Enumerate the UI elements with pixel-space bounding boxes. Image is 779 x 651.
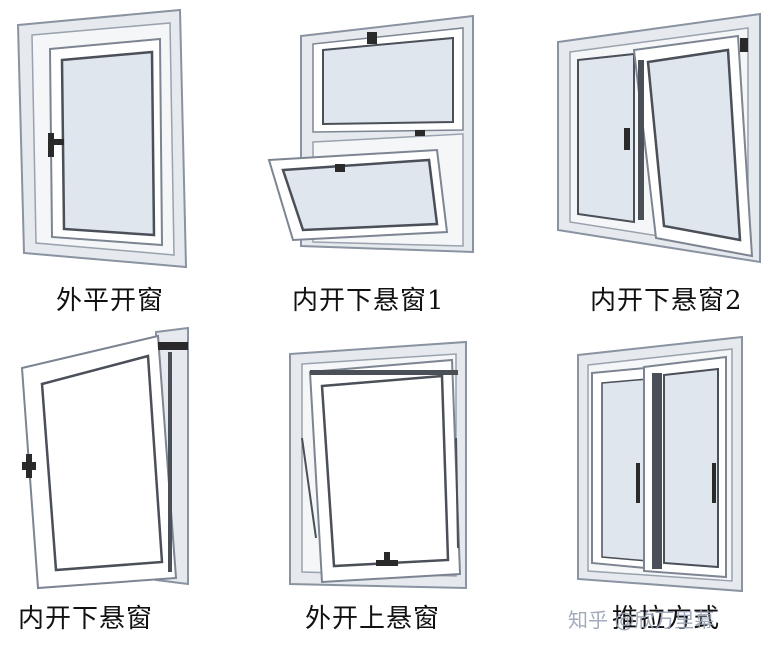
sliding-window-icon — [577, 335, 743, 593]
window-cell-tilt-open — [8, 322, 198, 594]
caption-hopper-1: 内开下悬窗1 — [292, 286, 445, 316]
awning-window-icon — [289, 340, 467, 590]
hopper-window-icon — [267, 14, 474, 254]
tilt-open-window-icon — [20, 326, 189, 590]
window-cell-casement — [10, 5, 190, 275]
caption-hopper-2: 内开下悬窗2 — [590, 286, 743, 316]
window-cell-sliding — [572, 333, 750, 595]
caption-casement: 外平开窗 — [56, 286, 165, 316]
watermark: 知乎 @欣万里幕 — [568, 608, 715, 632]
window-cell-hopper — [265, 10, 480, 260]
window-cell-awning — [282, 338, 476, 594]
caption-awning: 外开上悬窗 — [305, 604, 441, 634]
tilt-turn-window-icon — [557, 12, 761, 264]
caption-sliding: 推拉方式 — [612, 604, 721, 634]
window-cell-tilt-turn — [552, 10, 767, 270]
caption-tilt-open: 内开下悬窗 — [18, 604, 154, 634]
casement-out-window-icon — [16, 8, 188, 269]
